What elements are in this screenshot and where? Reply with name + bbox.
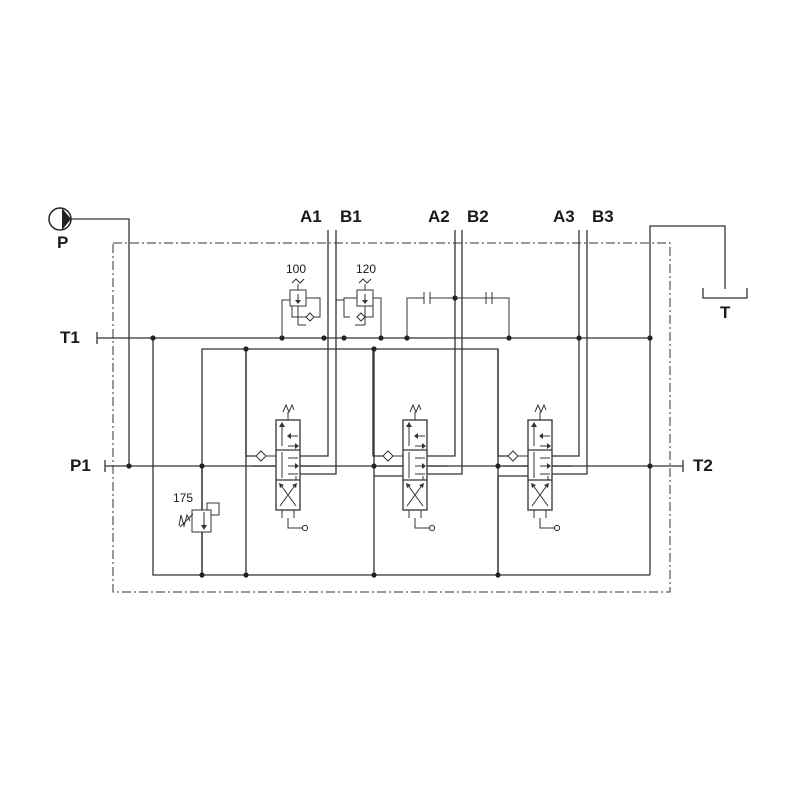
p1-label: P1: [70, 456, 91, 475]
junction-dot: [647, 335, 653, 341]
junction-dot: [495, 463, 501, 469]
return-gallery: [152, 338, 650, 576]
a3-label: A3: [553, 207, 575, 226]
junction-dot: [371, 572, 377, 578]
t2-label: T2: [693, 456, 713, 475]
relief-valve-a1: [281, 278, 321, 338]
section-2-feed: [373, 349, 403, 477]
junction-dot: [371, 463, 377, 469]
spool-valve-2: [372, 349, 447, 532]
valve-housing-boundary: [112, 242, 671, 593]
junction-dot: [576, 335, 582, 341]
port-plugs-section-2: [406, 292, 510, 338]
junction-dot: [452, 295, 458, 301]
relief-a1-setting: 100: [286, 262, 306, 276]
work-port-lines: [300, 230, 588, 475]
b1-label: B1: [340, 207, 362, 226]
junction-dot: [495, 572, 501, 578]
junction-dot: [279, 335, 285, 341]
pressure-gallery: [201, 348, 499, 575]
t1-port: [96, 332, 650, 344]
junction-dot: [243, 572, 249, 578]
p1-port: [104, 460, 276, 472]
main-relief-setting: 175: [173, 491, 193, 505]
t1-label: T1: [60, 328, 80, 347]
main-relief-valve: [178, 502, 220, 533]
spool-sections: [201, 349, 622, 575]
spool-valve-1: [245, 349, 320, 532]
junction-dot: [243, 346, 249, 352]
junction-dot: [404, 335, 410, 341]
junction-dot: [199, 572, 205, 578]
junction-dot: [341, 335, 347, 341]
b2-label: B2: [467, 207, 489, 226]
pump-pressure-line: [71, 218, 130, 466]
pump-label: P: [57, 233, 68, 252]
relief-b1-setting: 120: [356, 262, 376, 276]
junction-dot: [378, 335, 384, 341]
junction-dot: [506, 335, 512, 341]
a1-label: A1: [300, 207, 322, 226]
relief-valve-b1: [336, 278, 382, 338]
pump-symbol: [48, 207, 72, 231]
junction-dot: [150, 335, 156, 341]
tank-symbol: [649, 225, 748, 575]
junction-dot: [371, 346, 377, 352]
tank-label: T: [720, 303, 731, 322]
spool-valve-3: [497, 349, 572, 532]
junction-dot: [321, 335, 327, 341]
junction-dot: [199, 463, 205, 469]
a2-label: A2: [428, 207, 450, 226]
junction-dot: [126, 463, 132, 469]
b3-label: B3: [592, 207, 614, 226]
junction-dot: [647, 463, 653, 469]
junction-dots: [126, 295, 653, 578]
